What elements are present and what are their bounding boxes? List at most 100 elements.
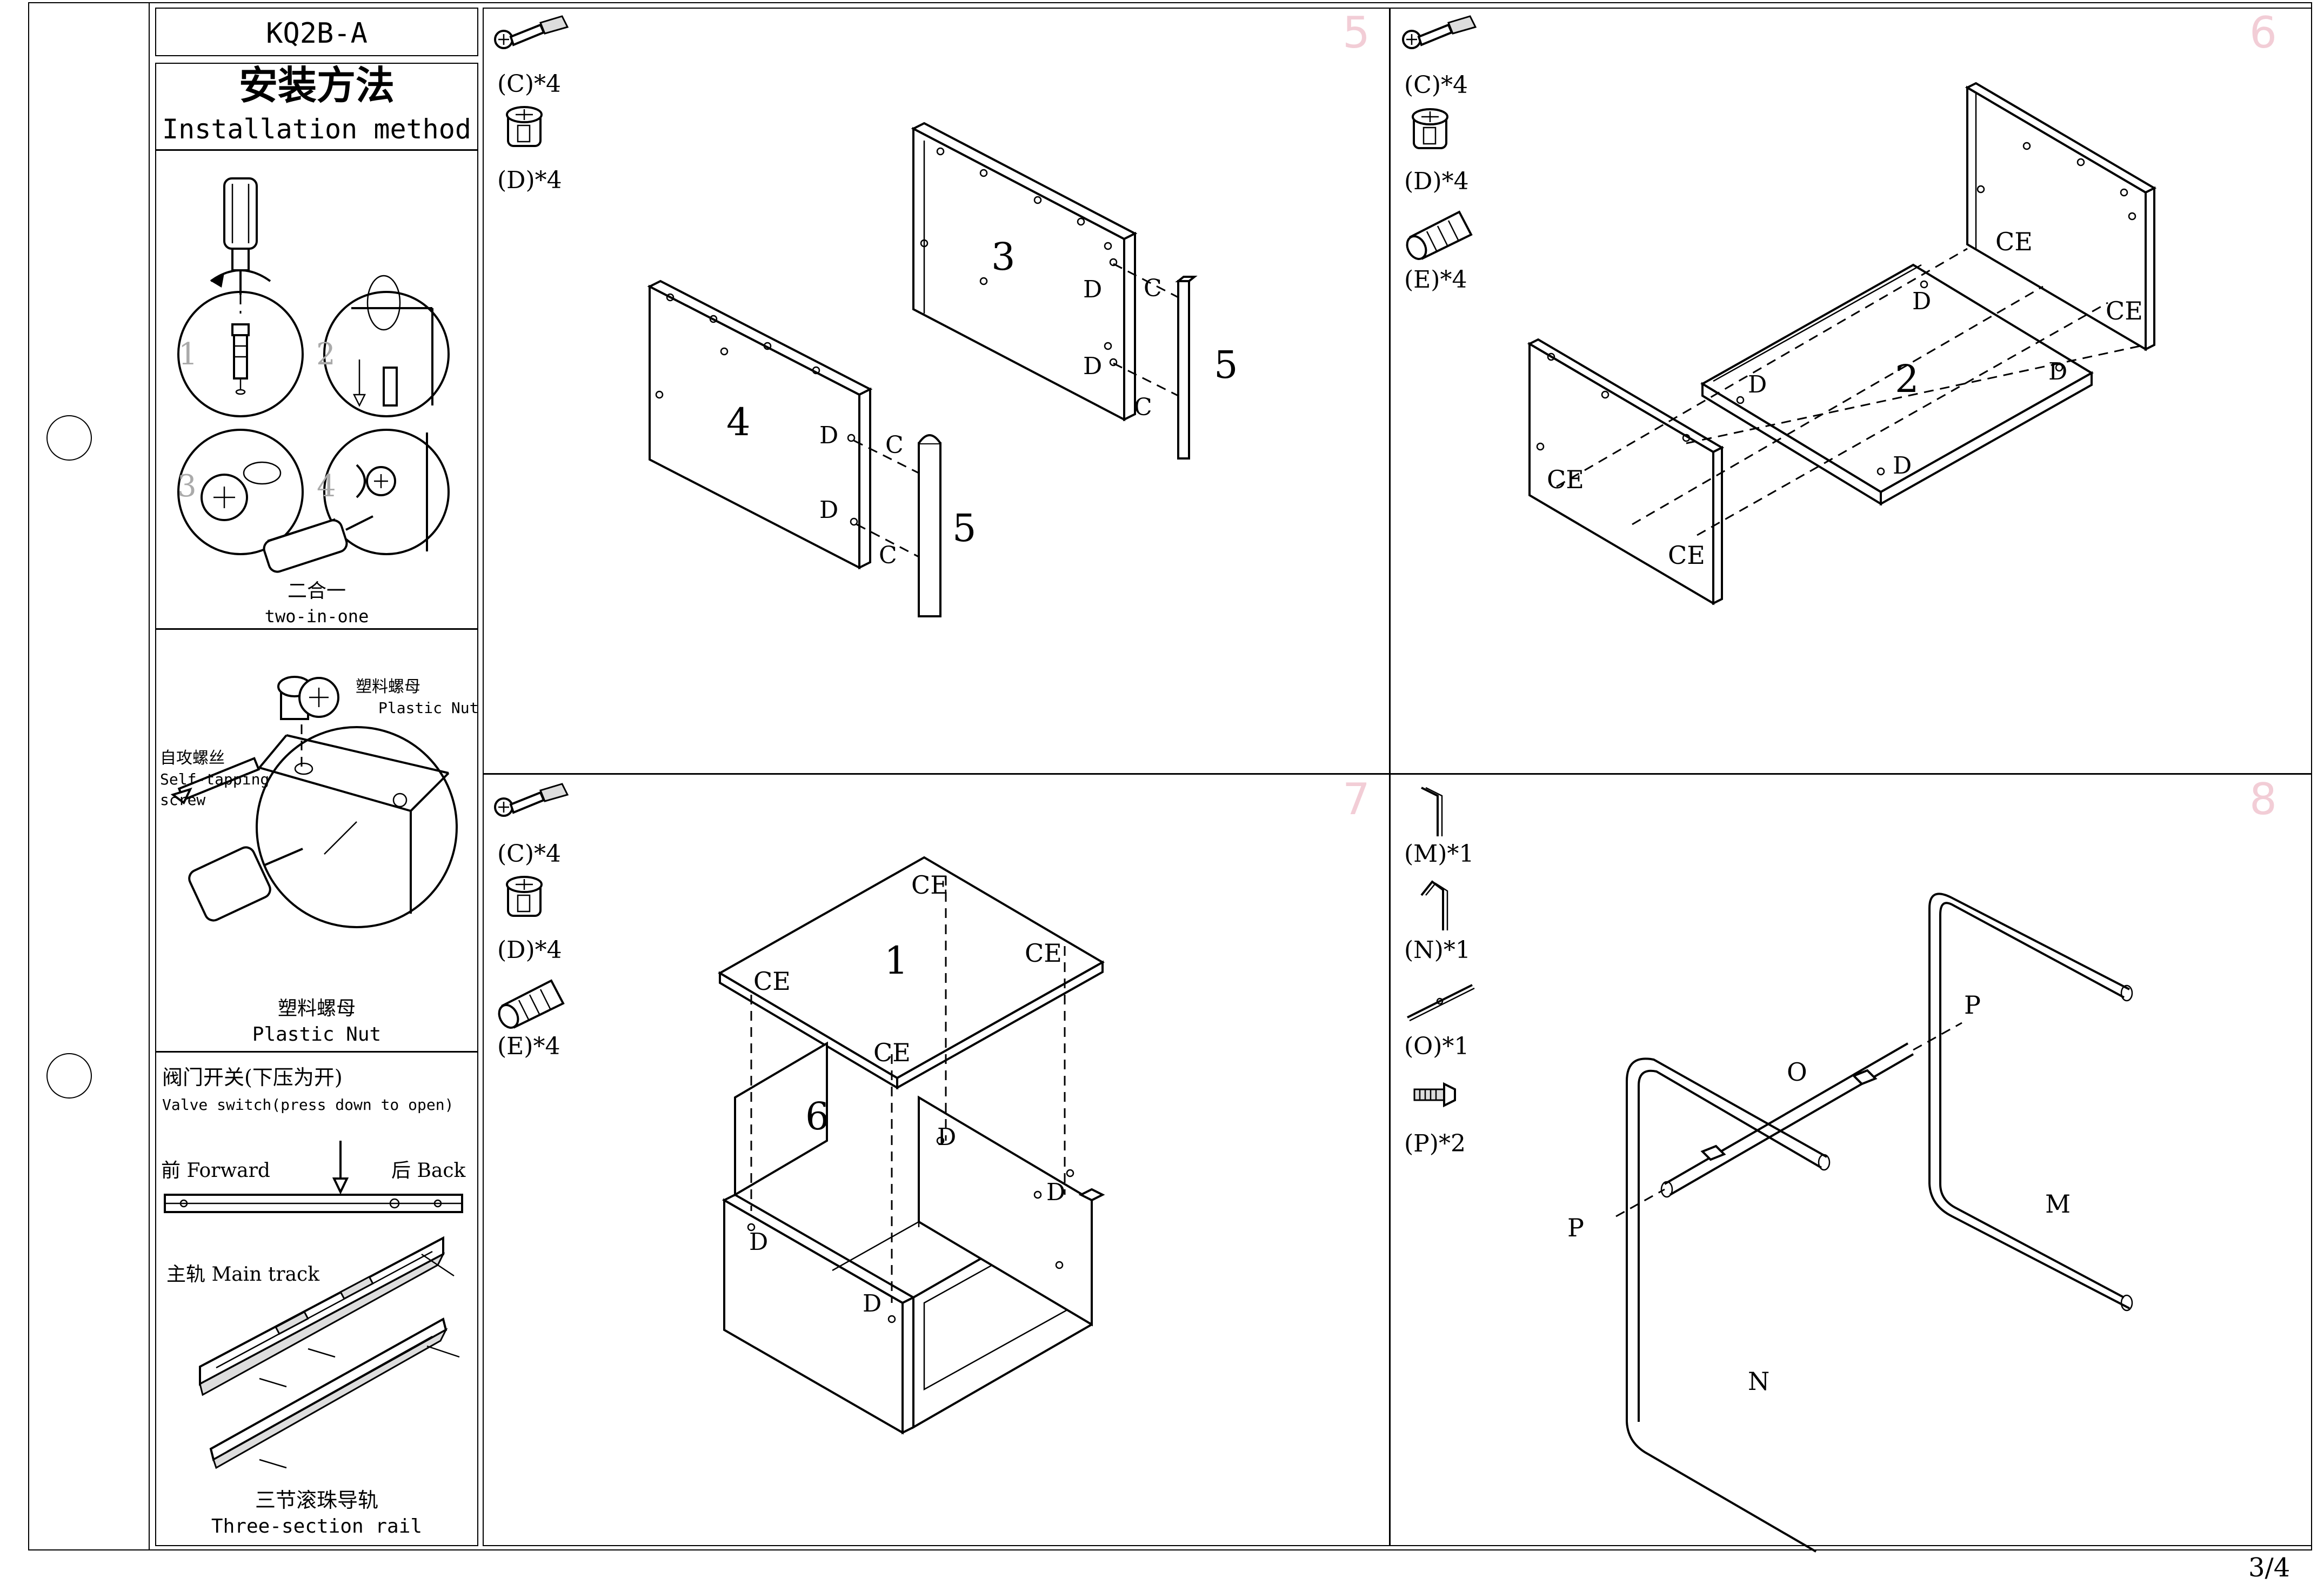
- step-7-diagram: [718, 856, 1105, 1435]
- sidebar-panel: [155, 63, 478, 1546]
- step-label-1: 1: [178, 337, 198, 372]
- self-tapping-label-cn: 自攻螺丝: [160, 749, 225, 768]
- main-track-label: 主轨 Main track: [166, 1263, 320, 1286]
- step-6-d-4: D: [1893, 452, 1912, 480]
- step-8-label-p-1: P: [1964, 990, 1981, 1020]
- step-7-part-c: (C)*4: [497, 840, 561, 868]
- dowel-e-icon: [1406, 210, 1473, 260]
- step-6-ce-1: CE: [1995, 227, 2033, 256]
- step-6-panel-2-label: 2: [1895, 357, 1919, 401]
- step-label-2: 2: [316, 337, 336, 372]
- bracket-m-icon: [1421, 787, 1443, 836]
- step-6-d-3: D: [2048, 358, 2068, 385]
- step-6-part-d: (D)*4: [1404, 168, 1469, 195]
- rail-caption-cn: 三节滚珠导轨: [255, 1488, 378, 1512]
- step-7-d-1: D: [937, 1123, 957, 1151]
- plastic-nut-label-en: Plastic Nut: [378, 699, 479, 717]
- plastic-nut-d-icon: [506, 876, 543, 917]
- sidebar-title-divider: [155, 149, 478, 151]
- binder-hole-top: [46, 415, 92, 461]
- sidebar-divider-1: [155, 628, 478, 630]
- model-code: KQ2B-A: [266, 17, 368, 50]
- step-8-part-p: (P)*2: [1404, 1130, 1466, 1157]
- title-chinese: 安装方法: [238, 62, 395, 108]
- connector-c-icon: [494, 15, 569, 49]
- step-5-number: 5: [1343, 8, 1370, 58]
- step-5-c-4: C: [879, 542, 897, 569]
- sidebar-divider-2: [155, 1051, 478, 1053]
- step-5-leg-right-label: 5: [1214, 343, 1238, 387]
- rail-illustration: [164, 1141, 463, 1469]
- step-5-part-d: (D)*4: [497, 167, 562, 194]
- step-6-part-c: (C)*4: [1404, 71, 1468, 99]
- plastic-nut-label-cn: 塑料螺母: [356, 677, 420, 696]
- forward-label: 前 Forward: [161, 1160, 270, 1182]
- grid-horizontal-divider: [483, 773, 2312, 775]
- dowel-e-icon: [498, 979, 565, 1029]
- model-box: KQ2B-A: [155, 8, 478, 56]
- two-in-one-illustration: [177, 177, 450, 573]
- step-8-label-o: O: [1787, 1057, 1807, 1087]
- step-6-ce-3: CE: [1547, 465, 1584, 494]
- self-tapping-label-en-2: screw: [160, 791, 206, 809]
- step-5-c-2: C: [1134, 394, 1152, 421]
- plastic-nut-caption-cn: 塑料螺母: [277, 997, 356, 1020]
- step-6-ce-2: CE: [2106, 296, 2143, 325]
- step-7-d-3: D: [749, 1228, 769, 1256]
- step-7-part-e: (E)*4: [497, 1033, 560, 1060]
- step-5-part-c: (C)*4: [497, 70, 561, 98]
- step-8-number: 8: [2249, 774, 2277, 824]
- rail-caption-en: Three-section rail: [211, 1515, 423, 1538]
- screw-p-icon: [1413, 1082, 1456, 1108]
- page-number: 3/4: [2248, 1553, 2290, 1583]
- step-6-diagram: [1527, 82, 2157, 605]
- valve-switch-en: Valve switch(press down to open): [162, 1096, 454, 1114]
- steps-grid: [483, 8, 2312, 1546]
- step-8-diagram: [1615, 893, 2133, 1553]
- grid-vertical-divider: [1389, 8, 1391, 1546]
- bracket-n-icon: [1420, 880, 1448, 930]
- step-7-d-4: D: [863, 1290, 882, 1317]
- step-label-3: 3: [177, 469, 197, 504]
- step-5-panel-3-label: 3: [991, 235, 1016, 279]
- binder-hole-bottom: [46, 1053, 92, 1099]
- plastic-nut-d-icon: [506, 106, 543, 147]
- plastic-nut-caption-en: Plastic Nut: [252, 1023, 382, 1046]
- step-5-d-1: D: [1083, 276, 1103, 303]
- self-tapping-label-en-1: Self-tapping: [160, 770, 270, 788]
- valve-switch-cn: 阀门开关(下压为开): [162, 1066, 343, 1089]
- connector-c-icon: [1402, 15, 1477, 49]
- rod-o-icon: [1407, 984, 1475, 1022]
- step-5-d-3: D: [819, 422, 839, 449]
- step-label-4: 4: [317, 469, 336, 504]
- step-8-label-m: M: [2045, 1189, 2071, 1219]
- step-5-d-4: D: [819, 496, 839, 524]
- step-7-part-d: (D)*4: [497, 936, 562, 964]
- step-8-part-m: (M)*1: [1404, 840, 1474, 868]
- step-5-panel-4-label: 4: [726, 400, 751, 444]
- plastic-nut-illustration: [170, 676, 458, 928]
- step-5-diagram: [647, 122, 1198, 617]
- step-7-ce-3: CE: [753, 967, 791, 996]
- step-7-ce-2: CE: [1025, 939, 1062, 968]
- step-6-d-2: D: [1748, 371, 1767, 398]
- connector-c-icon: [494, 783, 569, 817]
- step-8-part-n: (N)*1: [1404, 936, 1471, 964]
- step-7-top-label: 1: [884, 939, 909, 983]
- step-6-d-1: D: [1912, 288, 1932, 315]
- step-6-number: 6: [2249, 8, 2277, 58]
- step-7-ce-1: CE: [911, 870, 949, 900]
- plastic-nut-d-icon: [1412, 108, 1448, 149]
- step-7-unit-label: 6: [805, 1094, 830, 1139]
- step-8-part-o: (O)*1: [1404, 1033, 1470, 1060]
- step-5-c-3: C: [885, 431, 904, 459]
- binding-margin-line: [149, 2, 150, 1550]
- step-6-part-e: (E)*4: [1404, 266, 1467, 294]
- step-7-d-2: D: [1046, 1179, 1066, 1206]
- step-5-d-2: D: [1083, 352, 1103, 380]
- step-6-ce-4: CE: [1668, 541, 1705, 570]
- back-label: 后 Back: [391, 1160, 466, 1182]
- step-5-leg-left-label: 5: [952, 506, 977, 550]
- step-8-label-p-2: P: [1567, 1213, 1584, 1242]
- step-8-label-n: N: [1748, 1367, 1770, 1396]
